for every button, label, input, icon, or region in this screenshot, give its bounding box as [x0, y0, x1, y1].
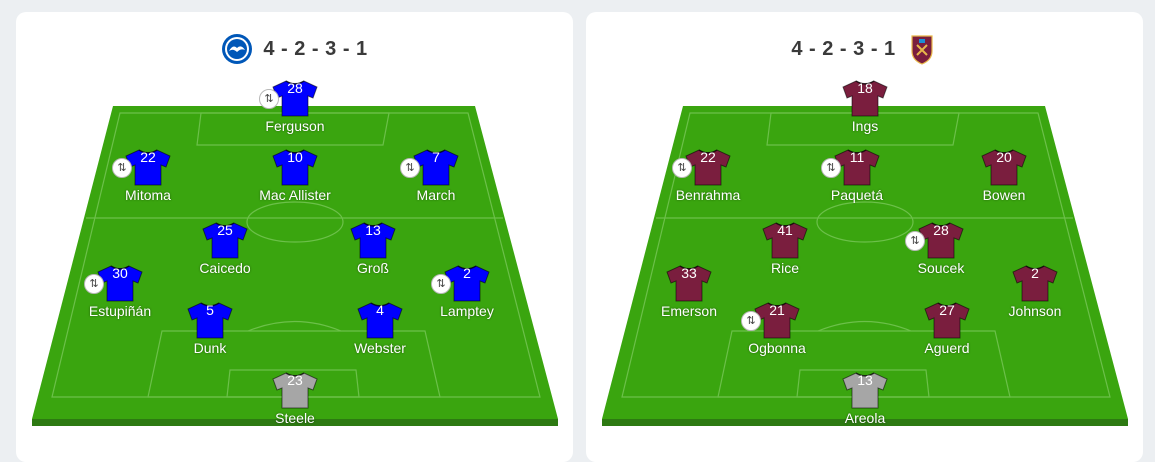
player-number: 11: [849, 149, 865, 165]
player-number: 28: [933, 222, 949, 238]
swap-icon: ⇅: [400, 158, 420, 178]
swap-icon: ⇅: [741, 311, 761, 331]
jersey-icon: [833, 147, 881, 187]
jersey-icon: [96, 263, 144, 303]
player-name: Groß: [357, 260, 389, 276]
jersey-icon: [356, 300, 404, 340]
player-name: Rice: [770, 260, 799, 276]
player-number: 30: [112, 265, 128, 281]
jersey-icon: [684, 147, 732, 187]
player-name: Emerson: [660, 303, 718, 319]
player-number: 2: [463, 265, 471, 281]
swap-icon: ⇅: [259, 89, 279, 109]
player-number: 25: [217, 222, 233, 238]
player-number: 28: [287, 80, 303, 96]
player-number: 27: [939, 302, 955, 318]
player-number: 2: [1031, 265, 1039, 281]
player-name: Ings: [851, 118, 879, 134]
player-name: Ogbonna: [748, 340, 806, 356]
swap-icon: ⇅: [112, 158, 132, 178]
player-name: Estupiñán: [88, 303, 152, 319]
player-name: Mac Allister: [259, 187, 331, 203]
player-number: 41: [777, 222, 793, 238]
jersey-icon: [186, 300, 234, 340]
player-number: 13: [365, 222, 381, 238]
player-name: Caicedo: [199, 260, 251, 276]
jersey-icon: [665, 263, 713, 303]
jersey-icon: [201, 220, 249, 260]
player-number: 20: [996, 149, 1012, 165]
player-name: Mitoma: [125, 187, 171, 203]
player-number: 7: [432, 149, 440, 165]
player-name: Lamptey: [440, 303, 494, 319]
swap-icon: ⇅: [84, 274, 104, 294]
player-name: Dunk: [193, 340, 227, 356]
jersey-icon: [917, 220, 965, 260]
jersey-icon: [923, 300, 971, 340]
brighton-crest-icon: [222, 34, 253, 64]
swap-icon: ⇅: [431, 274, 451, 294]
home-formation-header: 4 - 2 - 3 - 1: [16, 34, 573, 64]
jersey-icon: [412, 147, 460, 187]
player-number: 13: [857, 372, 873, 388]
jersey-icon: [124, 147, 172, 187]
player-number: 4: [376, 302, 384, 318]
player-name: Webster: [354, 340, 406, 356]
away-formation-header: 4 - 2 - 3 - 1: [586, 35, 1143, 65]
player-number: 5: [206, 302, 214, 318]
player-name: Ferguson: [265, 118, 325, 134]
west-ham-crest-icon: [911, 35, 933, 65]
jersey-icon: [271, 78, 319, 118]
swap-icon: ⇅: [905, 231, 925, 251]
player-name: Johnson: [1008, 303, 1062, 319]
swap-icon: ⇅: [821, 158, 841, 178]
player-name: Aguerd: [924, 340, 970, 356]
player-name: Benrahma: [675, 187, 741, 203]
player-name: Bowen: [982, 187, 1026, 203]
jersey-icon: [443, 263, 491, 303]
player-name: Steele: [275, 410, 315, 426]
player-name: Areola: [844, 410, 886, 426]
jersey-icon: [753, 300, 801, 340]
player-number: 33: [681, 265, 697, 281]
jersey-icon: [841, 78, 889, 118]
player-name: March: [416, 187, 456, 203]
player-number: 18: [857, 80, 873, 96]
player-name: Paquetá: [830, 187, 884, 203]
jersey-icon: [349, 220, 397, 260]
player-number: 10: [287, 149, 303, 165]
away-formation: 4 - 2 - 3 - 1: [791, 37, 896, 60]
jersey-icon: [1011, 263, 1059, 303]
jersey-icon: [271, 370, 319, 410]
jersey-icon: [271, 147, 319, 187]
jersey-icon: [841, 370, 889, 410]
swap-icon: ⇅: [672, 158, 692, 178]
home-formation: 4 - 2 - 3 - 1: [263, 37, 368, 60]
player-number: 22: [700, 149, 716, 165]
player-number: 21: [769, 302, 785, 318]
jersey-icon: [761, 220, 809, 260]
player-name: Soucek: [917, 260, 965, 276]
jersey-icon: [980, 147, 1028, 187]
player-number: 23: [287, 372, 303, 388]
player-number: 22: [140, 149, 156, 165]
